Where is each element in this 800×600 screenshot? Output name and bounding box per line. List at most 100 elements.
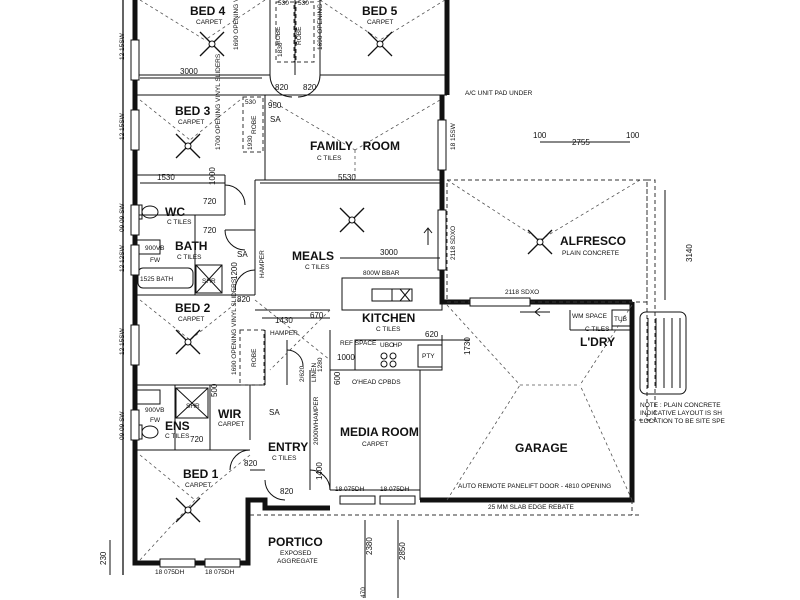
dimension: 820	[280, 487, 294, 496]
dimension: 820	[275, 83, 289, 92]
pty-label: PTY	[422, 353, 435, 360]
dimension: 820	[303, 83, 317, 92]
sa-label: SA	[269, 408, 280, 417]
window-sw-label: 12 12SW	[119, 244, 126, 272]
window-dh-label: 18 075DH	[205, 569, 235, 576]
dimension: 100	[626, 131, 640, 140]
dimension: 1200	[230, 262, 239, 280]
fan-icon	[199, 31, 225, 57]
room-media-name: MEDIA ROOM	[340, 425, 419, 439]
dimension: 1000	[208, 167, 217, 185]
room-alfresco-name: ALFRESCO	[560, 234, 626, 248]
ref-space-label: REF SPACE	[340, 340, 377, 347]
dimension: 1930	[247, 135, 254, 150]
window-sw-label: 12 15SW	[119, 32, 126, 60]
sa-label: SA	[270, 115, 281, 124]
room-bath-name: BATH	[175, 239, 207, 253]
room-ens-finish: C TILES	[165, 433, 190, 440]
dimension: 950	[268, 101, 282, 110]
room-wc-finish: C TILES	[167, 219, 192, 226]
dimension: 1400	[315, 462, 324, 480]
dimension: 720	[203, 226, 217, 235]
bar-label: 800W BBAR	[363, 270, 400, 277]
dimension: 3000	[380, 248, 398, 257]
dimension: 5530	[338, 173, 356, 182]
ceiling-fans	[175, 31, 553, 523]
fw-label: FW	[150, 417, 161, 424]
window-dh-label: 18 075DH	[335, 486, 365, 493]
dimension: 500	[210, 383, 219, 397]
window-sw-label: 18 15SW	[450, 122, 457, 150]
sa-label: SA	[237, 250, 248, 259]
fan-icon	[175, 497, 201, 523]
dimension: 530	[298, 0, 309, 7]
bathroom-fixtures	[135, 204, 223, 440]
window-sw-label: 09 09 SW	[119, 203, 126, 232]
room-portico-finish2: AGGREGATE	[277, 558, 318, 565]
dimension: 600	[333, 371, 342, 385]
room-portico-finish1: EXPOSED	[280, 550, 312, 557]
room-bed5-finish: CARPET	[367, 19, 393, 26]
dimension: 1830	[277, 42, 284, 57]
room-wir-finish: CARPET	[218, 421, 244, 428]
ac-unit-pad	[639, 311, 687, 395]
dimension: 620	[425, 330, 439, 339]
room-laundry-finish: C TILES	[585, 326, 610, 333]
robe-label: ROBE	[296, 26, 303, 45]
room-meals-finish: C TILES	[305, 264, 330, 271]
annotations: ROBE ROBE ROBE ROBE SA SA SA HAMPER HAMP…	[119, 0, 726, 576]
room-wc-name: WC	[165, 205, 185, 219]
window-dh-label: 18 075DH	[380, 486, 410, 493]
dimension: 720	[190, 435, 204, 444]
room-bath-finish: C TILES	[177, 254, 202, 261]
dimension: 530	[245, 99, 256, 106]
sliders-label: 1690 OPENING VINYL SLIDERS	[231, 278, 238, 375]
dimension-text: 3000 950 820 820 1530 1000 5530 720 720 …	[99, 0, 694, 598]
window-dh-label: 18 075DH	[155, 569, 185, 576]
slab-rebate-label: 25 MM SLAB EDGE REBATE	[488, 504, 575, 511]
room-ens-name: ENS	[165, 419, 190, 433]
dimension: 820	[244, 459, 258, 468]
room-portico-name: PORTICO	[268, 535, 323, 549]
laundry-tub	[611, 309, 633, 327]
robe-label: ROBE	[251, 115, 258, 134]
linen-dim: 2/620	[299, 365, 306, 382]
room-bed2-name: BED 2	[175, 301, 211, 315]
dimension: 230	[99, 551, 108, 565]
sliders-label: 1690 OPENING VINYL SLIDERS	[233, 0, 240, 50]
dimension: 1530	[157, 173, 175, 182]
dimension: 470	[360, 587, 367, 598]
direction-arrows	[423, 227, 550, 317]
hamper-label: HAMPER	[259, 250, 266, 278]
dimension: 720	[203, 197, 217, 206]
room-bed4-name: BED 4	[190, 4, 226, 18]
dimension: 530	[278, 0, 289, 7]
dimension-lines	[109, 77, 666, 598]
dimension: 2850	[398, 542, 407, 560]
hamper-label: HAMPER	[270, 330, 298, 337]
fan-icon	[175, 133, 201, 159]
ohead-label: O'HEAD CPBDS	[352, 379, 401, 386]
doors	[224, 74, 545, 501]
shr-label: SHR	[186, 403, 200, 410]
room-bed1-name: BED 1	[183, 467, 219, 481]
room-laundry-name: L'DRY	[580, 335, 615, 349]
room-bed2-finish: CARPET	[178, 316, 204, 323]
ac-pad-label: A/C UNIT PAD UNDER	[465, 90, 533, 97]
fan-icon	[527, 229, 553, 255]
robe-label: ROBE	[275, 26, 282, 45]
dimension: 100	[533, 131, 547, 140]
fw-label: FW	[150, 257, 161, 264]
window-sw-label: 12 15SW	[119, 112, 126, 140]
room-meals-name: MEALS	[292, 249, 334, 263]
dimension: 1730	[463, 337, 472, 355]
room-family-name: FAMILY ROOM	[310, 139, 400, 153]
room-garage-name: GARAGE	[515, 441, 568, 455]
sdxo-label: 2118 SDXO	[505, 289, 539, 296]
hamper2000-label: 2000WHAMPER	[313, 396, 320, 445]
room-media-finish: CARPET	[362, 441, 388, 448]
fan-icon	[339, 207, 365, 233]
vanity-label: 900VB	[145, 245, 165, 252]
vanity-label: 900VB	[145, 407, 165, 414]
dimension: 2380	[365, 537, 374, 555]
